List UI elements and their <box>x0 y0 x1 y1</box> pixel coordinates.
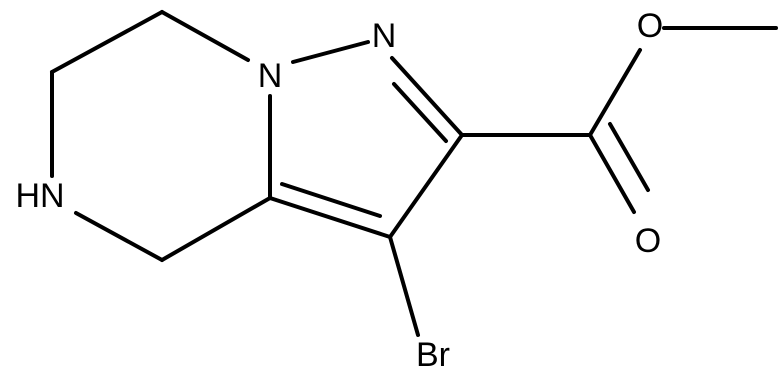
ether-oxygen-label: O <box>637 7 663 45</box>
bond-carbonyl-o-double-2 <box>608 122 650 192</box>
bond-npyrazole-c2-double <box>392 82 448 143</box>
carbonyl-oxygen-label: O <box>635 222 661 260</box>
bond-nring-npyrazole <box>291 40 370 64</box>
bond-c3-br <box>388 235 420 337</box>
bond-nh-ch2-lower <box>74 211 164 262</box>
bond-ch2-c3a <box>160 196 272 262</box>
bond-ch2-ch2-top <box>50 10 164 74</box>
bond-c3-c3a-double <box>280 182 382 218</box>
bond-ch2-nring <box>160 10 250 62</box>
bond-c2-c3 <box>388 133 464 239</box>
bond-c3-c3a <box>268 196 392 239</box>
amine-nh-label: HN <box>15 177 64 215</box>
bond-npyrazole-c2 <box>390 56 464 137</box>
nitrogen-ring-label: N <box>258 57 283 95</box>
bond-carbonyl-o-ether <box>588 48 642 137</box>
bromine-label: Br <box>416 336 450 374</box>
bond-carbonyl-o-double-1 <box>588 133 636 214</box>
nitrogen-pyrazole-label: N <box>372 17 397 55</box>
